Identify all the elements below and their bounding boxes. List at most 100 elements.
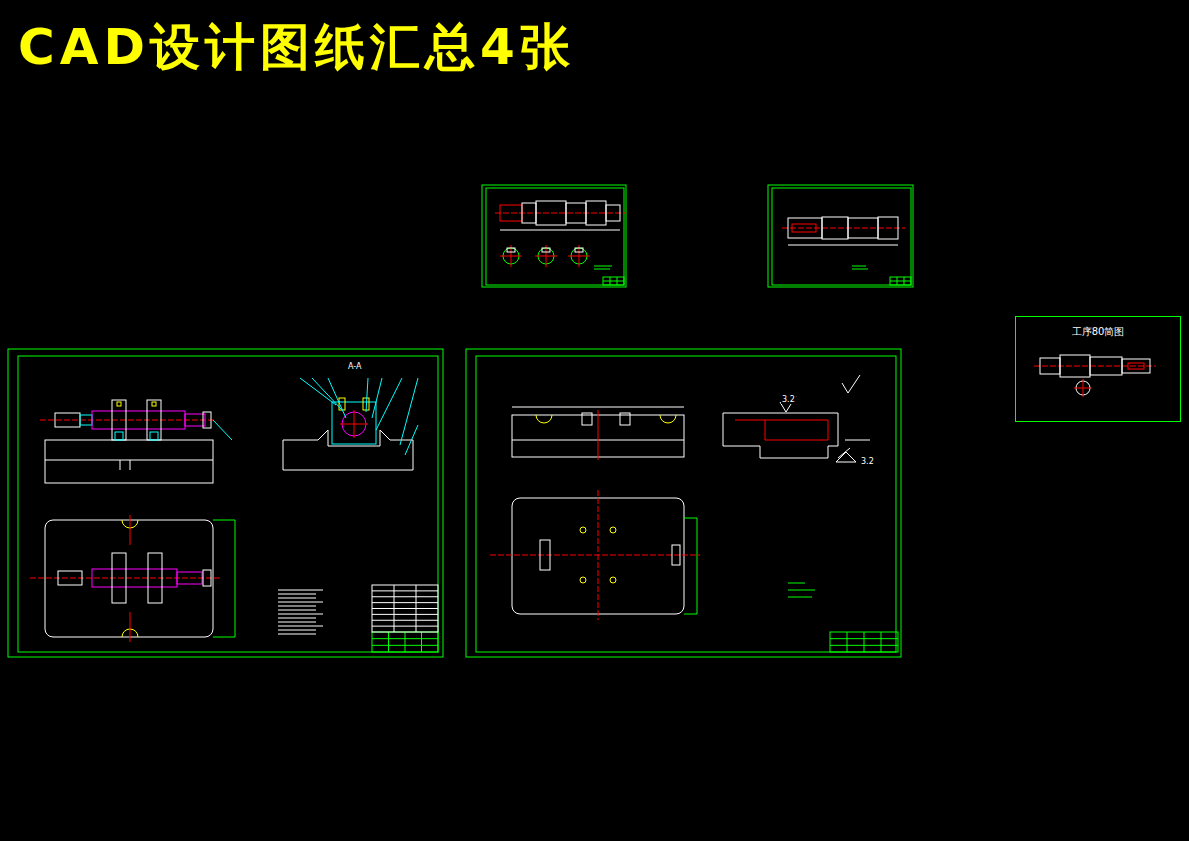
note-line bbox=[278, 614, 323, 615]
note-line bbox=[278, 610, 316, 611]
outline bbox=[1040, 358, 1060, 374]
outline bbox=[848, 218, 878, 238]
roughness-value: 3.2 bbox=[781, 395, 796, 404]
section-circle bbox=[610, 527, 616, 533]
sheet-frame bbox=[466, 349, 901, 657]
outline bbox=[606, 205, 620, 221]
section-circle bbox=[610, 577, 616, 583]
table-line bbox=[864, 632, 865, 652]
outline bbox=[582, 413, 592, 425]
section-circle bbox=[580, 527, 586, 533]
line bbox=[788, 583, 805, 584]
line bbox=[45, 460, 213, 461]
line bbox=[852, 266, 866, 267]
outline bbox=[542, 248, 550, 252]
note-line bbox=[278, 630, 316, 631]
table-line bbox=[617, 277, 618, 285]
leader-line bbox=[328, 378, 346, 418]
centerline bbox=[490, 555, 700, 556]
line bbox=[594, 266, 612, 267]
outline bbox=[185, 414, 205, 426]
outline bbox=[540, 540, 550, 570]
outline bbox=[58, 571, 82, 585]
table-line bbox=[405, 632, 406, 652]
outline bbox=[80, 415, 92, 425]
body-section bbox=[723, 413, 838, 458]
line bbox=[130, 612, 131, 642]
table-line bbox=[372, 608, 438, 609]
table-line bbox=[372, 626, 438, 627]
roughness-symbol bbox=[842, 375, 860, 393]
leader-line bbox=[400, 378, 418, 445]
outline bbox=[112, 553, 126, 603]
hatch-edge bbox=[735, 420, 828, 440]
outline bbox=[177, 572, 202, 584]
outline bbox=[148, 553, 162, 603]
sheet-border bbox=[476, 356, 896, 652]
table-line bbox=[372, 590, 438, 591]
roughness-value: 3.2 bbox=[860, 457, 875, 466]
line bbox=[1083, 379, 1084, 397]
leader-line bbox=[376, 378, 402, 430]
table-line bbox=[394, 585, 395, 632]
nut bbox=[55, 413, 80, 427]
sheet-border bbox=[772, 188, 911, 285]
table-line bbox=[610, 277, 611, 285]
table-line bbox=[421, 632, 422, 652]
leader-line bbox=[312, 378, 342, 410]
outline bbox=[1122, 359, 1150, 373]
line bbox=[130, 460, 131, 470]
page-title: CAD设计图纸汇总4张 bbox=[18, 14, 575, 81]
note-line bbox=[278, 622, 316, 623]
line bbox=[594, 269, 610, 270]
outline bbox=[788, 218, 822, 238]
note-line bbox=[278, 594, 316, 595]
line bbox=[120, 460, 121, 470]
fixture-base bbox=[45, 440, 213, 483]
slot bbox=[536, 415, 676, 423]
outline bbox=[1060, 355, 1090, 377]
table bbox=[603, 277, 624, 285]
outline bbox=[507, 248, 515, 252]
table-line bbox=[416, 585, 417, 632]
note-line bbox=[278, 602, 323, 603]
outline bbox=[203, 412, 211, 428]
outline bbox=[1090, 357, 1122, 375]
table bbox=[830, 632, 898, 652]
dimension-line bbox=[788, 245, 898, 246]
note-line bbox=[278, 626, 323, 627]
clamp bbox=[112, 400, 126, 440]
outline bbox=[152, 402, 156, 406]
outline bbox=[575, 248, 583, 252]
workpiece bbox=[92, 569, 177, 587]
outline bbox=[672, 545, 680, 565]
line bbox=[354, 410, 355, 438]
table-line bbox=[890, 281, 911, 282]
note-line bbox=[278, 590, 323, 591]
table-line bbox=[897, 277, 898, 285]
leader-line bbox=[213, 420, 232, 440]
line bbox=[684, 518, 697, 519]
outline bbox=[203, 570, 211, 586]
centerline bbox=[1034, 366, 1156, 367]
outline bbox=[117, 402, 121, 406]
table-line bbox=[372, 596, 438, 597]
line bbox=[130, 515, 131, 545]
table-line bbox=[372, 620, 438, 621]
sheet-frame bbox=[768, 185, 913, 287]
table bbox=[890, 277, 911, 285]
workpiece bbox=[92, 411, 185, 429]
table-line bbox=[372, 614, 438, 615]
outline bbox=[500, 205, 522, 221]
table-line bbox=[372, 602, 438, 603]
clamp bbox=[147, 400, 161, 440]
leader-line bbox=[300, 378, 336, 405]
drawing-sheet: 工序80简图 bbox=[1015, 316, 1181, 422]
line bbox=[838, 448, 850, 458]
outline bbox=[115, 432, 123, 440]
line bbox=[788, 597, 812, 598]
table-line bbox=[388, 632, 389, 652]
note-line bbox=[278, 598, 316, 599]
leader-line bbox=[405, 425, 418, 455]
